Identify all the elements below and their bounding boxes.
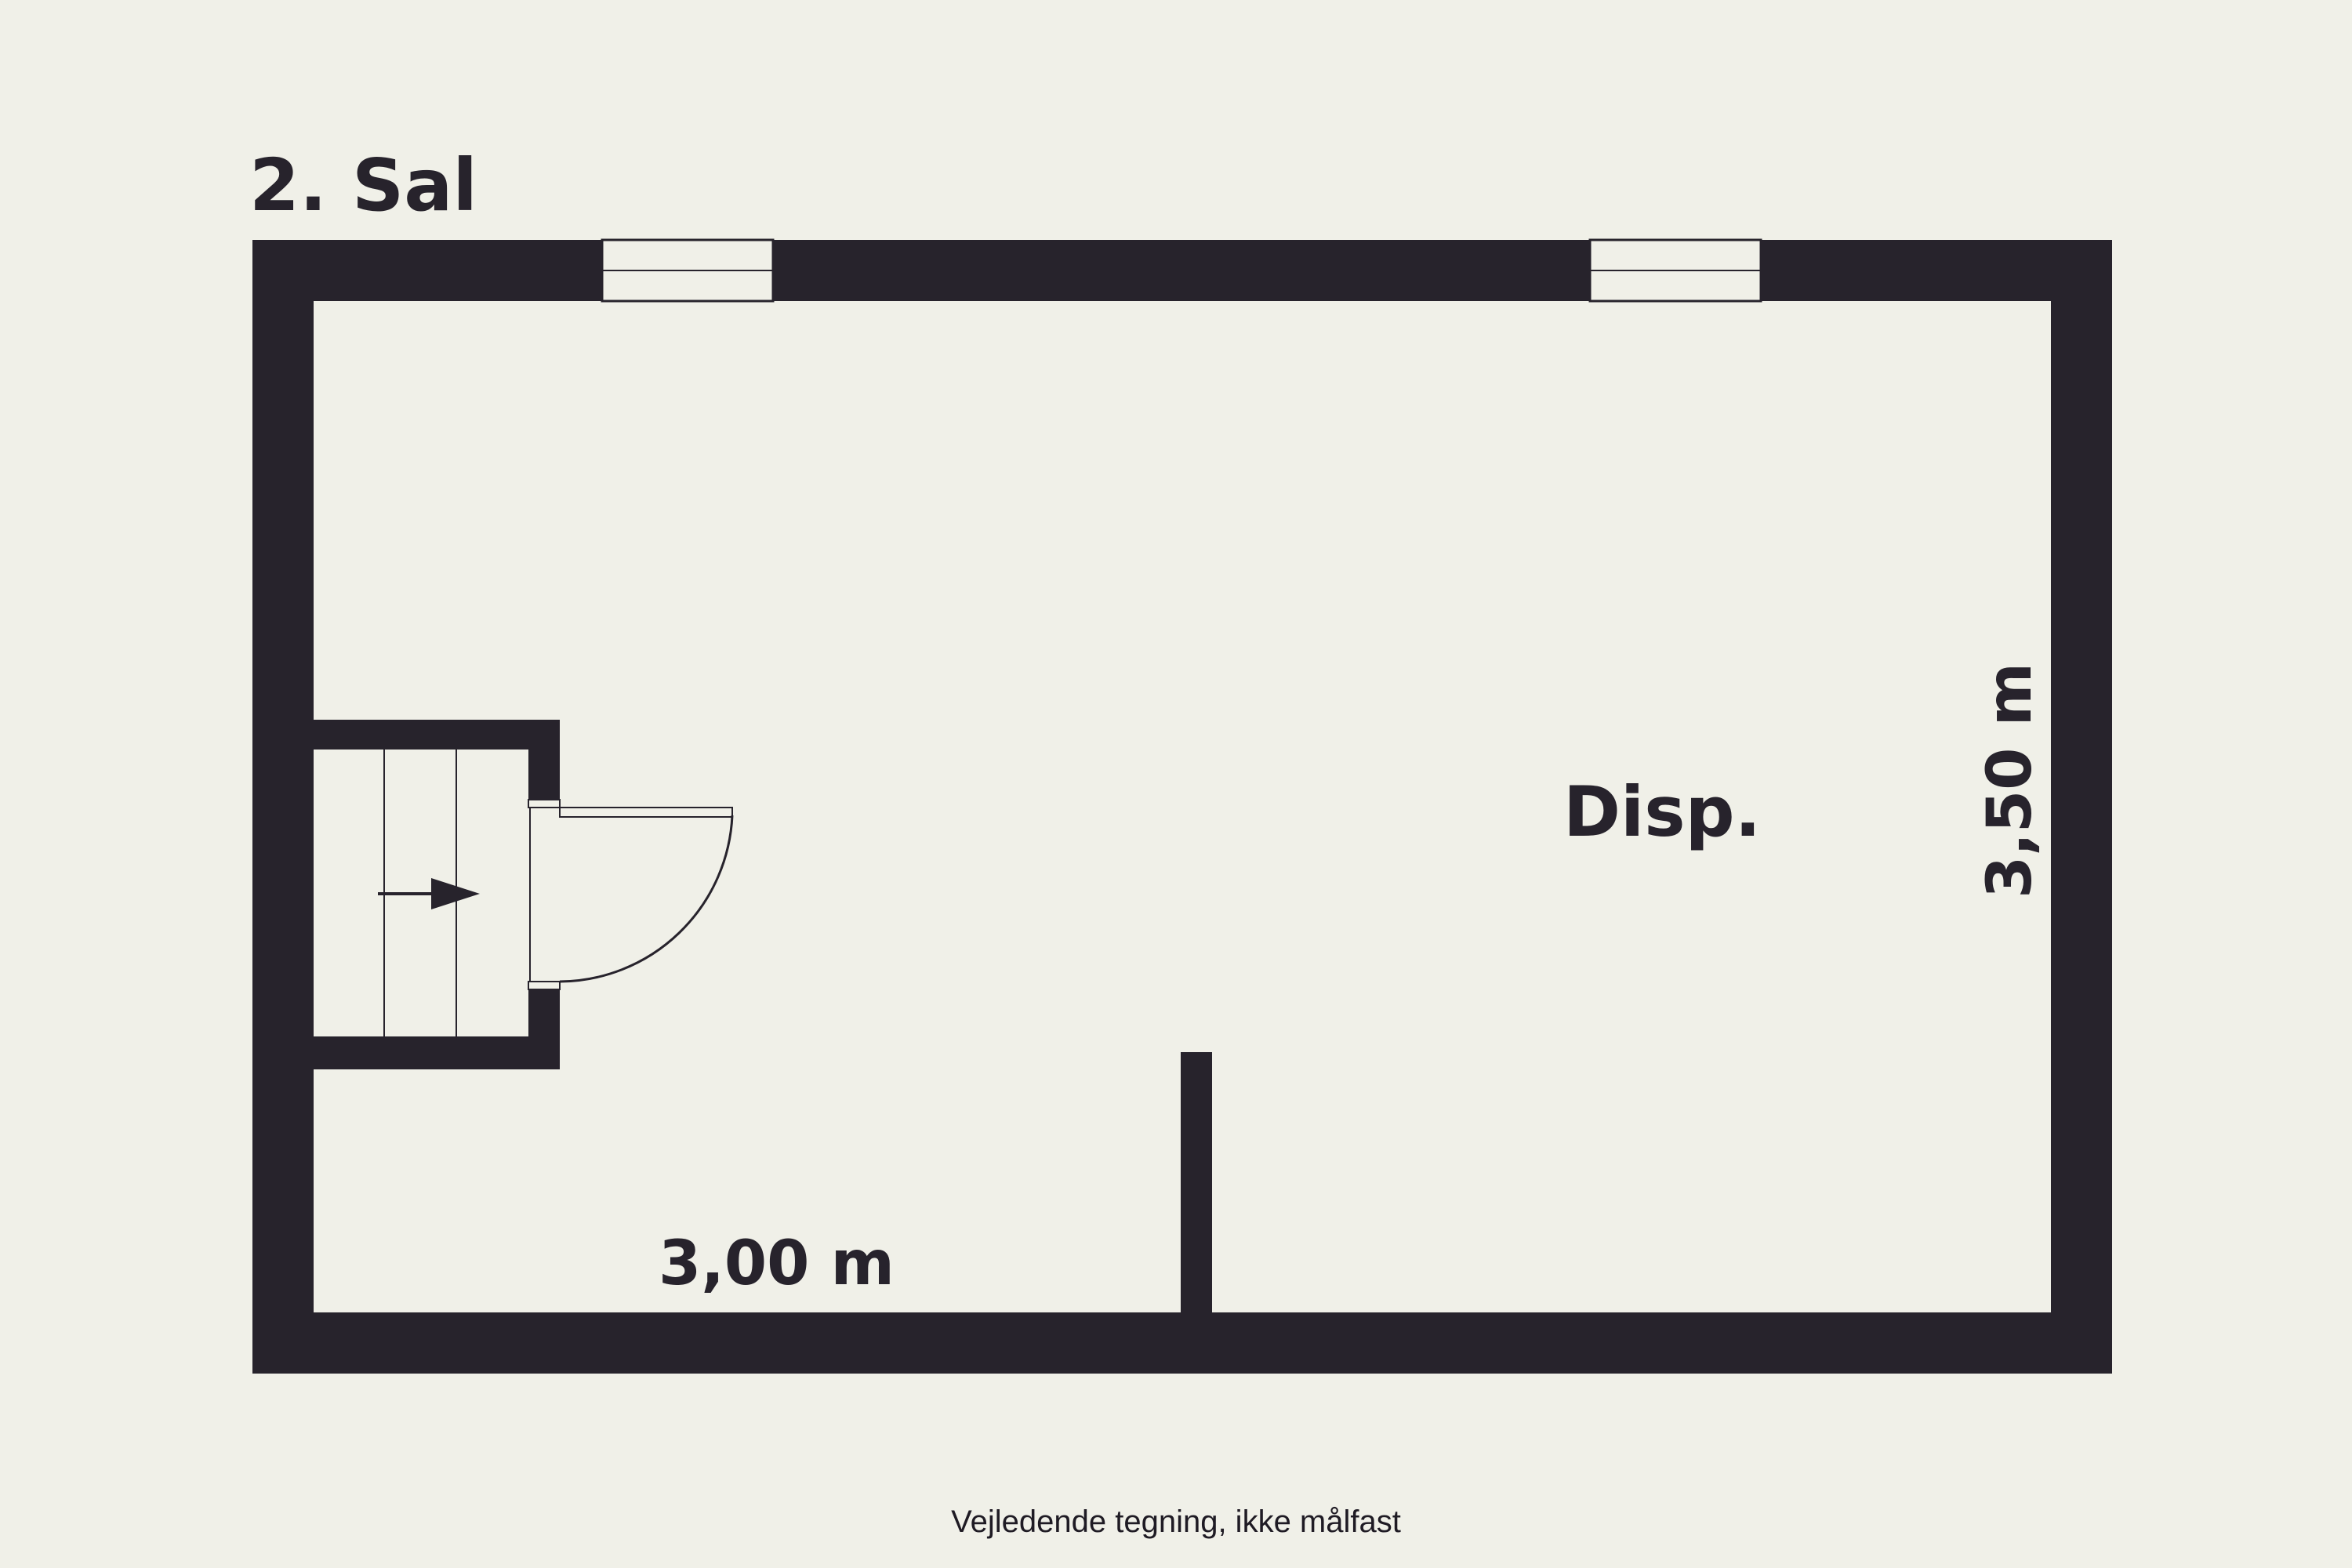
dimension-width: 3,00 m	[659, 1229, 895, 1299]
door-swing-arc	[559, 815, 734, 983]
stair-enclosure	[252, 720, 560, 1069]
dimension-height: 3,50 m	[1975, 662, 2045, 898]
stair-wall-right-upper	[528, 720, 560, 800]
partition-wall	[1181, 1052, 1212, 1312]
stair-wall-right-lower	[528, 989, 560, 1069]
door-jamb-bottom	[528, 981, 561, 990]
wall-top	[252, 240, 2112, 301]
door	[528, 799, 734, 990]
stair-wall-bottom	[252, 1036, 560, 1069]
disclaimer: Vejledende tegning, ikke målfast	[951, 1504, 1401, 1539]
wall-bottom	[252, 1312, 2112, 1374]
room-label: Disp.	[1563, 771, 1761, 852]
wall-left	[252, 240, 314, 1374]
floor-title: 2. Sal	[249, 143, 477, 227]
wall-right	[2051, 240, 2112, 1374]
stair-arrow-icon	[431, 878, 480, 909]
stair-wall-top	[252, 720, 560, 750]
outer-walls	[252, 240, 2112, 1374]
door-leaf	[559, 807, 733, 818]
door-jamb-top	[528, 799, 561, 808]
window-right	[1588, 238, 1762, 303]
window-left	[601, 238, 775, 303]
